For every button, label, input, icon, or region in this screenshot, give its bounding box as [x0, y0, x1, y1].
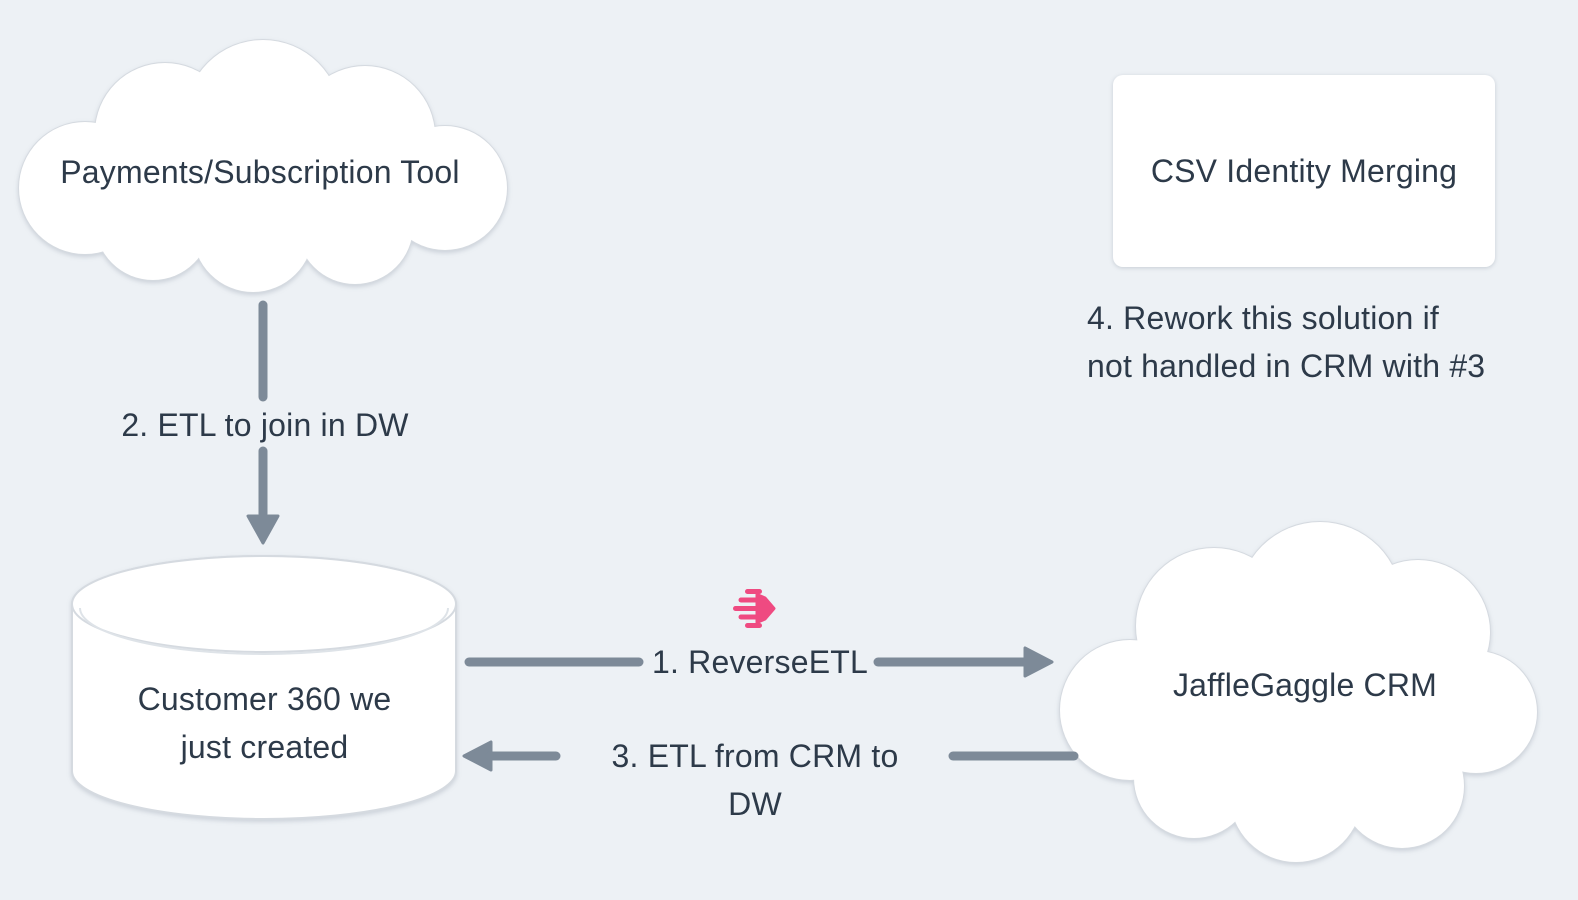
- etl-from-crm-arrow-label: 3. ETL from CRM to DW: [611, 738, 899, 822]
- payments-cloud-shape: [18, 39, 508, 293]
- payments-cloud-label: Payments/Subscription Tool: [60, 154, 460, 190]
- reverse-etl-arrow-label: 1. ReverseETL: [651, 644, 869, 680]
- customer360-label: Customer 360 we just created: [137, 681, 392, 765]
- etl-join-arrow-label: 2. ETL to join in DW: [121, 407, 409, 443]
- census-logo-icon: [733, 589, 776, 628]
- csv-merging-card: CSV Identity Merging: [1113, 75, 1495, 267]
- crm-cloud-shape: [1059, 521, 1538, 863]
- csv-merging-card-label: CSV Identity Merging: [1150, 153, 1458, 189]
- crm-cloud-label: JaffleGaggle CRM: [1172, 667, 1438, 703]
- rework-note: 4. Rework this solution if not handled i…: [1087, 300, 1486, 384]
- customer360-cylinder-shape: [71, 555, 457, 820]
